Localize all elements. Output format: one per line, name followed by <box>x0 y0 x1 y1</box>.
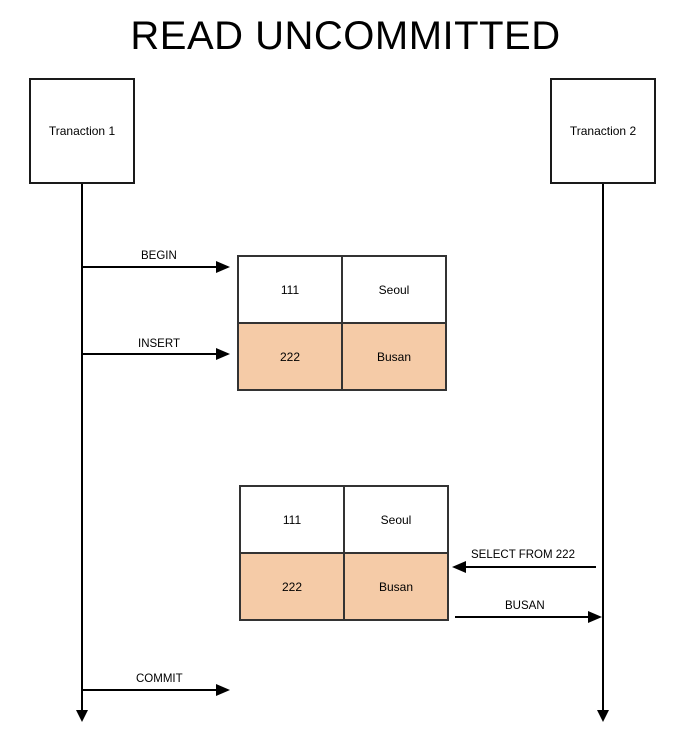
commit-label: COMMIT <box>136 673 183 685</box>
busan-result-arrowhead <box>588 611 602 623</box>
transaction-1-box: Tranaction 1 <box>29 78 135 184</box>
table-1-row-2-id: 222 <box>237 322 343 391</box>
lifeline-transaction-2-arrowhead <box>597 710 609 722</box>
diagram-title: READ UNCOMMITTED <box>130 14 561 58</box>
select-label: SELECT FROM 222 <box>471 549 575 561</box>
table-2-row-1-id: 111 <box>239 485 345 554</box>
commit-arrowhead <box>216 684 230 696</box>
begin-arrowhead <box>216 261 230 273</box>
table-1-row-1-id: 111 <box>237 255 343 324</box>
transaction-1-label: Tranaction 1 <box>48 124 116 138</box>
table-2-row-1-city: Seoul <box>343 485 449 554</box>
lifeline-transaction-1-arrowhead <box>76 710 88 722</box>
select-arrowhead <box>452 561 466 573</box>
insert-label: INSERT <box>138 338 180 350</box>
table-2-row-2-city: Busan <box>343 552 449 621</box>
busan-result-label: BUSAN <box>505 600 545 612</box>
insert-arrowhead <box>216 348 230 360</box>
begin-label: BEGIN <box>141 250 177 262</box>
table-1-row-2-city: Busan <box>341 322 447 391</box>
transaction-2-label: Tranaction 2 <box>569 124 637 138</box>
table-1-row-1-city: Seoul <box>341 255 447 324</box>
table-2-row-2-id: 222 <box>239 552 345 621</box>
transaction-2-box: Tranaction 2 <box>550 78 656 184</box>
